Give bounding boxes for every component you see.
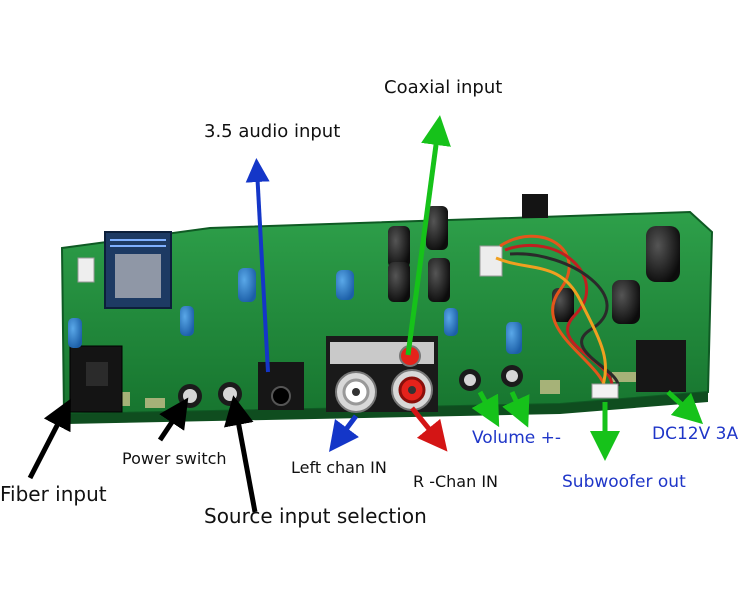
switch-knobs — [178, 365, 523, 408]
arrow-volume-2 — [502, 390, 530, 428]
label-dc-power: DC12V 3A — [652, 424, 739, 444]
header-connector — [77, 257, 95, 283]
wire-harness — [495, 234, 620, 391]
label-volume: Volume +- — [472, 428, 562, 448]
label-subwoofer-out: Subwoofer out — [562, 472, 686, 492]
bluetooth-module — [104, 231, 172, 309]
dc-jack — [636, 340, 686, 392]
label-power-switch: Power switch — [122, 449, 227, 468]
arrow-coaxial — [405, 115, 451, 356]
blue-capacitors — [68, 268, 522, 354]
optical-jack — [69, 345, 123, 413]
arrow-dc — [666, 390, 704, 425]
coax-jack — [522, 194, 548, 218]
arrow-volume-1 — [471, 390, 500, 428]
arrow-left-chan — [329, 414, 359, 452]
label-left-chan: Left chan IN — [291, 458, 387, 477]
arrow-fiber — [27, 398, 71, 480]
audio-jack — [258, 362, 304, 410]
rca-block — [326, 336, 438, 413]
arrow-audio35 — [245, 158, 270, 373]
label-coaxial-input: Coaxial input — [384, 77, 503, 98]
label-fiber-input: Fiber input — [0, 482, 107, 506]
arrow-power — [157, 397, 189, 442]
arrow-r-chan — [410, 406, 448, 452]
label-audio-input: 3.5 audio input — [204, 121, 341, 142]
white-connector — [479, 245, 503, 277]
label-r-chan: R -Chan IN — [413, 472, 499, 491]
arrow-source — [224, 395, 258, 513]
annotation-arrows — [27, 115, 704, 513]
label-source-selection: Source input selection — [204, 504, 427, 528]
black-capacitors — [388, 206, 680, 324]
